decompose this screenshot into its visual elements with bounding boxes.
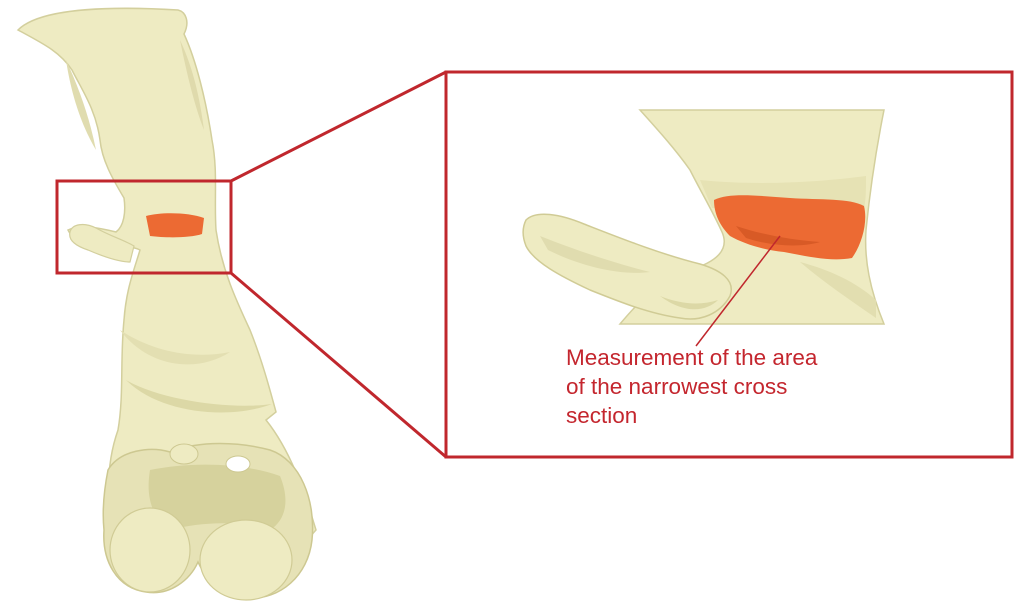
cross-section-highlight	[146, 213, 204, 237]
bone-condyle-right	[200, 520, 292, 600]
bone-condyle-left	[110, 508, 190, 592]
callout-label: Measurement of the area of the narrowest…	[566, 343, 926, 430]
bone-foramen	[226, 456, 250, 472]
connector-line-top	[231, 72, 446, 181]
bone-foramen	[170, 444, 198, 464]
bone-render	[18, 8, 316, 600]
